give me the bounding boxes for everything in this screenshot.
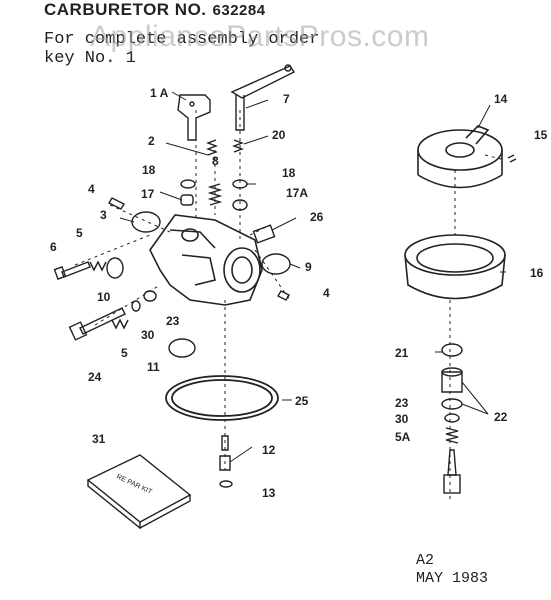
part-24-needle — [68, 307, 126, 341]
callout-12: 12 — [262, 443, 276, 457]
part-11-disc — [168, 338, 196, 358]
part-12-screw — [219, 435, 231, 471]
key-note: key No. 1 — [44, 49, 136, 68]
callout-31: 31 — [92, 432, 106, 446]
callout-10: 10 — [97, 290, 111, 304]
part-30-oring-right — [444, 413, 460, 423]
part-5-spring-upper — [89, 260, 107, 272]
part-1a-lever — [177, 94, 211, 141]
part-25-gasket — [165, 375, 279, 421]
part-16-bowl — [404, 234, 506, 300]
part-7-choke-lever — [230, 64, 296, 131]
part-18-washer-left — [180, 179, 196, 189]
part-4-screw-lower — [277, 290, 290, 301]
part-5-spring-lower — [111, 318, 129, 330]
callout-14: 14 — [494, 92, 508, 106]
leader-lines — [119, 91, 506, 463]
callout-11: 11 — [147, 360, 160, 374]
callout-16: 16 — [530, 266, 544, 280]
callout-30: 30 — [141, 328, 155, 342]
callout-4-lower: 4 — [323, 286, 330, 300]
assembly-note: For complete assembly order — [44, 30, 320, 49]
callout-9: 9 — [305, 260, 312, 274]
part-8-spring — [207, 183, 223, 206]
callout-8: 8 — [212, 154, 219, 168]
part-4-screw-upper — [108, 197, 125, 210]
callout-25: 25 — [295, 394, 309, 408]
part-23-washer-right — [441, 398, 463, 410]
callout-7: 7 — [283, 92, 290, 106]
callout-21: 21 — [395, 346, 409, 360]
part-3-disc — [131, 211, 161, 233]
part-5a-spring — [445, 427, 459, 444]
callout-26: 26 — [310, 210, 324, 224]
callout-18-left: 18 — [142, 163, 156, 177]
callout-5-lower: 5 — [121, 346, 128, 360]
part-14-float — [417, 125, 503, 189]
title-text: CARBURETOR NO. — [44, 0, 207, 19]
kit-label: RE PAR KIT — [115, 473, 153, 496]
part-21-washer — [441, 343, 463, 357]
callout-1a: 1 A — [150, 86, 169, 100]
callout-3: 3 — [100, 208, 107, 222]
part-9-plate — [261, 253, 291, 275]
callout-4-upper: 4 — [88, 182, 95, 196]
callout-20: 20 — [272, 128, 286, 142]
diagram-title: CARBURETOR NO. 632284 — [44, 0, 266, 20]
callout-23: 23 — [166, 314, 180, 328]
part-17-seal — [180, 194, 194, 206]
part-22-nut — [441, 367, 463, 393]
callout-15: 15 — [534, 128, 548, 142]
model-number: 632284 — [212, 2, 266, 19]
carburetor-body — [149, 214, 263, 306]
callout-17: 17 — [141, 187, 155, 201]
part-30-oring — [131, 300, 141, 312]
part-23-washer — [143, 290, 157, 302]
callout-5a: 5A — [395, 430, 411, 444]
callout-6: 6 — [50, 240, 57, 254]
callout-24: 24 — [88, 370, 102, 384]
part-2-spring — [206, 139, 218, 156]
callout-17a: 17A — [286, 186, 309, 200]
callout-18-right: 18 — [282, 166, 296, 180]
part-bowl-needle — [443, 449, 461, 494]
callout-13: 13 — [262, 486, 276, 500]
part-6-screw — [53, 261, 91, 280]
part-10-disc — [106, 257, 124, 279]
footer-date: MAY 1983 — [416, 570, 489, 587]
callout-5-upper: 5 — [76, 226, 83, 240]
part-31-kit — [86, 454, 192, 530]
part-20-spring — [232, 139, 244, 153]
callout-23-right: 23 — [395, 396, 409, 410]
callout-2: 2 — [148, 134, 155, 148]
part-26-fitting — [252, 224, 276, 244]
part-13-washer — [219, 480, 233, 488]
footer-code: A2 — [416, 552, 435, 569]
callout-30-right: 30 — [395, 412, 409, 426]
part-17a-seal — [232, 199, 248, 211]
callout-22: 22 — [494, 410, 508, 424]
part-15-pin — [507, 154, 517, 163]
